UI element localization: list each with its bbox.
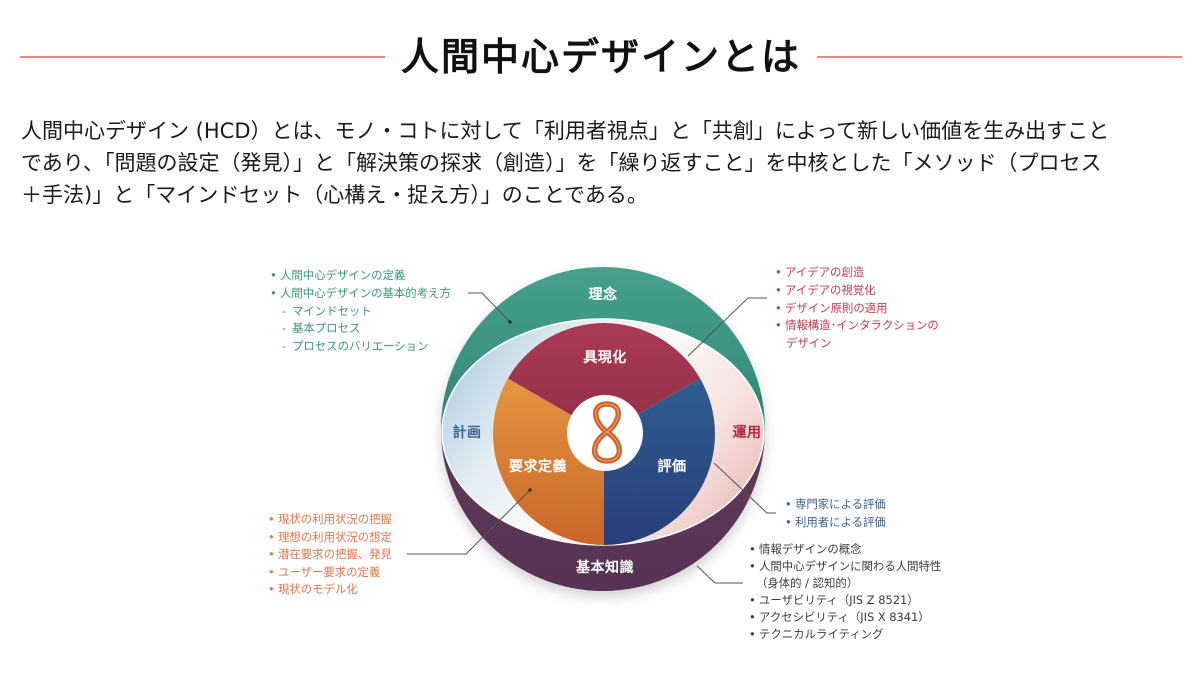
label-evaluation: 評価 (657, 459, 687, 475)
intro-line: 人間中心デザイン (HCD）とは、モノ・コトに対して「利用者視点」と「共創」によ… (21, 119, 1110, 143)
callout-basic-knowledge: •情報デザインの概念 •人間中心デザインに関わる人間特性 （身体的 / 認知的）… (749, 541, 941, 643)
list-item-continuation: （身体的 / 認知的） (756, 576, 859, 590)
list-item: •アクセシビリティ（JIS X 8341） (749, 610, 930, 624)
list-item: •現状の利用状況の把握 (268, 512, 392, 526)
list-item: •アイデアの視覚化 (775, 282, 876, 297)
callout-requirements: •現状の利用状況の把握 •理想の利用状況の想定 •潜在要求の把握、発見 •ユーザ… (268, 511, 392, 599)
list-item: •人間中心デザインの定義 (270, 268, 406, 282)
list-item: •テクニカルライティング (749, 627, 884, 641)
section-header: 人間中心デザインとは (20, 34, 1183, 80)
label-philosophy: 理念 (588, 287, 618, 303)
leader-line-basic-knowledge (696, 565, 743, 584)
label-embodiment: 具現化 (583, 350, 627, 366)
leader-line-requirements (407, 489, 531, 555)
list-item: •潜在要求の把握、発見 (268, 547, 392, 562)
callout-evaluation: •専門家による評価 •利用者による評価 (785, 496, 886, 532)
list-item: •ユーザー要求の定義 (268, 564, 381, 579)
list-item: •情報構造･インタラクションの (775, 318, 939, 333)
list-item-continuation: デザイン (786, 336, 832, 351)
list-subitem: -プロセスのバリエーション (282, 339, 429, 354)
list-item: •専門家による評価 (785, 497, 886, 511)
list-item: •人間中心デザインに関わる人間特性 (749, 559, 942, 573)
callout-embodiment: •アイデアの創造 •アイデアの視覚化 •デザイン原則の適用 •情報構造･インタラ… (775, 264, 939, 353)
list-item: •理想の利用状況の想定 (268, 529, 392, 544)
list-subitem: -基本プロセス (282, 321, 361, 336)
intro-line: ＋手法)」と「マインドセット（心構え・捉え方）」のことである。 (21, 183, 648, 207)
callout-philosophy: •人間中心デザインの定義 •人間中心デザインの基本的考え方 -マインドセット -… (270, 267, 451, 356)
leader-line-evaluation (713, 462, 776, 514)
list-item: •利用者による評価 (785, 514, 886, 529)
label-operation: 運用 (732, 425, 762, 441)
header-rule-left (20, 56, 385, 58)
list-item: •デザイン原則の適用 (775, 300, 888, 315)
list-item: •情報デザインの概念 (749, 542, 862, 556)
intro-paragraph: 人間中心デザイン (HCD）とは、モノ・コトに対して「利用者視点」と「共創」によ… (21, 115, 1191, 211)
header-rule-right (817, 56, 1183, 58)
list-item: •アイデアの創造 (775, 265, 865, 279)
label-basic-knowledge: 基本知識 (576, 560, 634, 576)
intro-line: であり、「問題の設定（発見）」と「解決策の探求（創造）」を「繰り返すこと」を中核… (21, 151, 1102, 175)
leader-dot (508, 320, 512, 324)
list-item: •現状のモデル化 (268, 582, 358, 597)
leader-line-philosophy (468, 292, 511, 323)
infinity-loop-icon (591, 401, 623, 464)
pie-slice-embodiment (507, 323, 701, 434)
list-subitem: -マインドセット (282, 303, 372, 318)
list-item: •ユーザビリティ（JIS Z 8521） (749, 593, 919, 607)
label-requirements: 要求定義 (509, 459, 567, 475)
leader-line-embodiment (687, 297, 767, 357)
label-plan: 計画 (452, 425, 482, 441)
leader-dot (528, 488, 532, 492)
list-item: •人間中心デザインの基本的考え方 (270, 285, 451, 300)
page-title: 人間中心デザインとは (401, 35, 802, 79)
